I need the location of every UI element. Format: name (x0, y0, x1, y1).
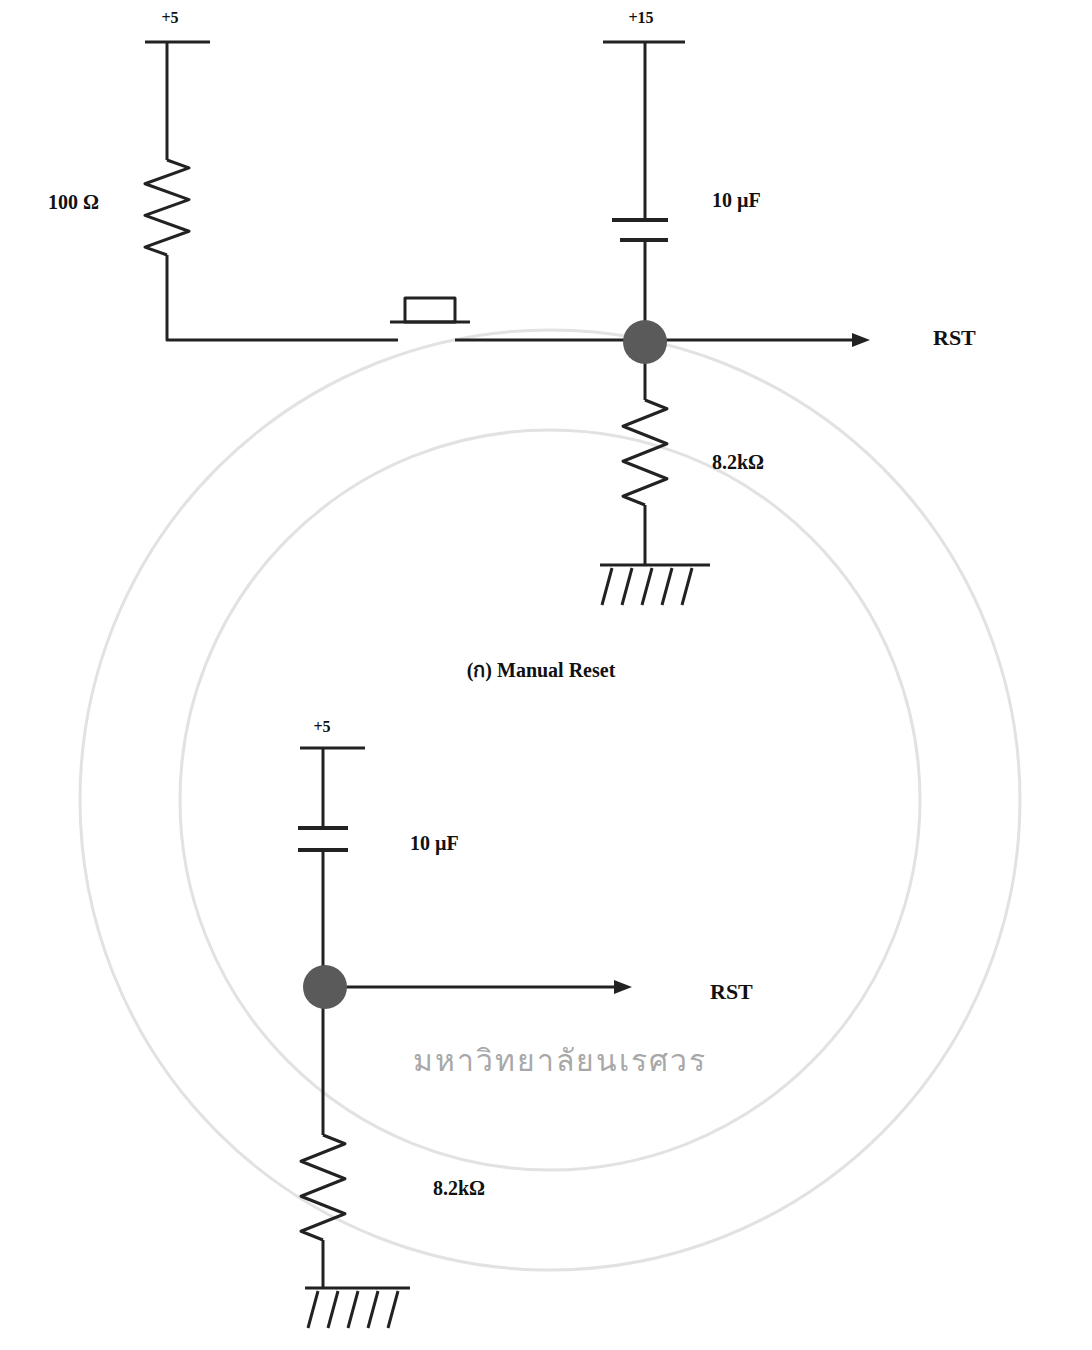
signal-name: RST (933, 326, 976, 350)
capacitor-value: 10 µF (410, 832, 459, 854)
resistor-value: 8.2kΩ (433, 1177, 485, 1199)
figure-caption: (ก) Manual Reset (467, 659, 616, 681)
signal-name: RST (710, 980, 753, 1004)
watermark: มหาวิทยาลัยนเรศวร (413, 1044, 707, 1077)
supply-label: +5 (313, 718, 330, 736)
watermark-seal (80, 330, 1020, 1270)
wiring (145, 42, 858, 1328)
junctions-arrows (303, 320, 870, 1009)
supply-label: +15 (628, 9, 653, 27)
capacitor-value: 10 µF (712, 189, 761, 211)
supply-label: +5 (161, 9, 178, 27)
resistor-value: 8.2kΩ (712, 451, 764, 473)
resistor-value: 100 Ω (48, 191, 99, 213)
